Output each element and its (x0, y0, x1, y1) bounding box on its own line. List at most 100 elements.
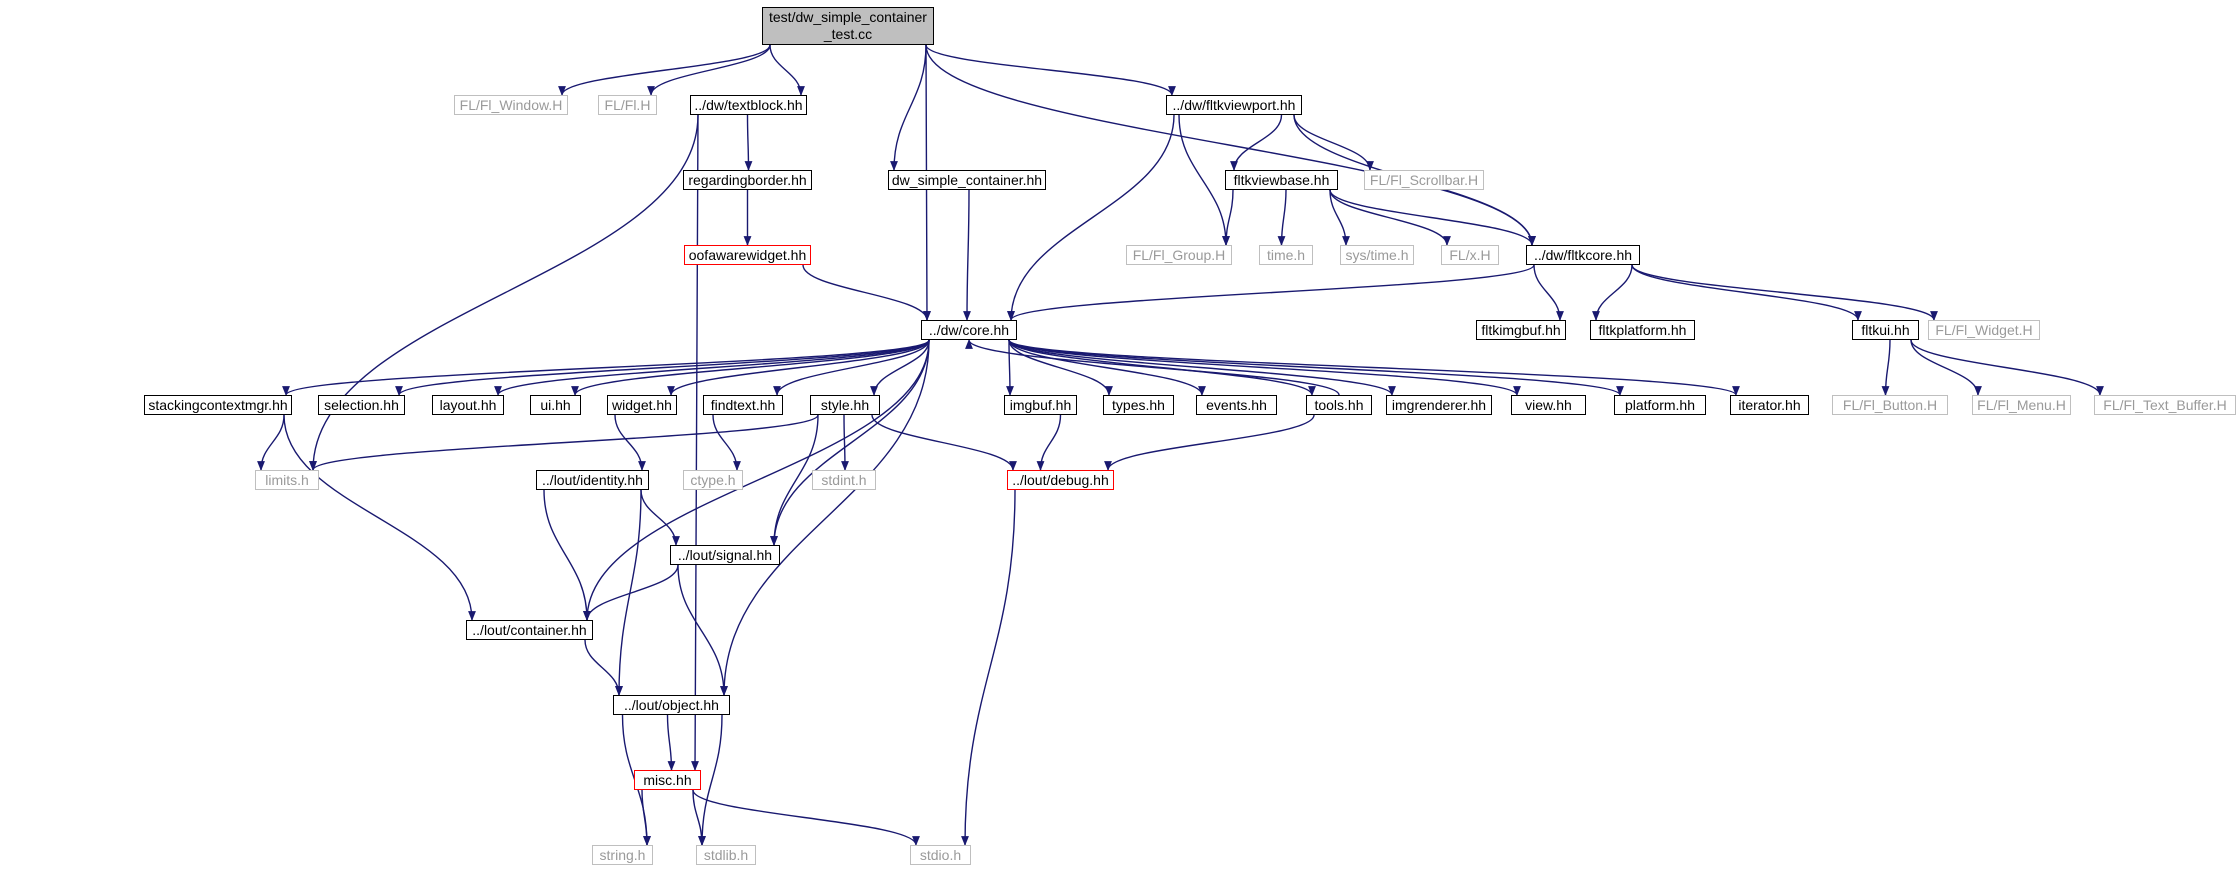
node-label: regardingborder.hh (688, 171, 807, 188)
node-fltkcore[interactable]: ../dw/fltkcore.hh (1526, 245, 1640, 265)
node-label: ui.hh (540, 396, 571, 413)
edge-root-to-fl-window (558, 44, 771, 96)
edge-fltkviewbase-to-time-h (1277, 189, 1287, 246)
node-label: FL/Fl_Scrollbar.H (1369, 171, 1479, 188)
node-label: ctype.h (690, 471, 736, 488)
node-label: ../lout/identity.hh (542, 471, 643, 488)
node-dw-simple-container[interactable]: dw_simple_container.hh (888, 170, 1046, 190)
edge-core-to-findtext (773, 339, 930, 396)
edge-fltkcore-to-core (1007, 264, 1535, 321)
node-fltkviewport[interactable]: ../dw/fltkviewport.hh (1166, 95, 1302, 115)
node-ui[interactable]: ui.hh (530, 395, 581, 415)
edge-core-to-imgbuf (1006, 339, 1014, 396)
node-types[interactable]: types.hh (1103, 395, 1174, 415)
node-events[interactable]: events.hh (1196, 395, 1277, 415)
edge-core-to-selection (395, 339, 930, 396)
node-object[interactable]: ../lout/object.hh (613, 695, 730, 715)
node-widget[interactable]: widget.hh (607, 395, 677, 415)
node-textblock[interactable]: ../dw/textblock.hh (690, 95, 807, 115)
edge-findtext-to-ctype (712, 414, 741, 471)
node-regardingborder[interactable]: regardingborder.hh (683, 170, 812, 190)
edge-style-to-signal (770, 414, 819, 546)
edge-textblock-to-limits (309, 114, 699, 471)
node-label: FL/Fl_Text_Buffer.H (2103, 396, 2227, 413)
node-misc[interactable]: misc.hh (634, 770, 701, 790)
node-label: tools.hh (1314, 396, 1364, 413)
node-fl-scrollbar: FL/Fl_Scrollbar.H (1364, 170, 1484, 190)
node-stdint: stdint.h (812, 470, 876, 490)
edge-widget-to-identity (614, 414, 646, 471)
edge-fltkui-to-fl-button (1881, 339, 1891, 396)
node-fl-window: FL/Fl_Window.H (454, 95, 568, 115)
node-container[interactable]: ../lout/container.hh (466, 620, 593, 640)
node-label: ../lout/container.hh (472, 621, 587, 638)
edge-core-to-object (720, 339, 930, 696)
node-debug[interactable]: ../lout/debug.hh (1007, 470, 1114, 490)
node-label: FL/x.H (1449, 246, 1491, 263)
node-sys-time: sys/time.h (1340, 245, 1414, 265)
edge-signal-to-object (677, 564, 728, 696)
edge-core-to-widget (667, 339, 930, 396)
node-stackingcontextmgr[interactable]: stackingcontextmgr.hh (144, 395, 292, 415)
node-ctype: ctype.h (683, 470, 743, 490)
node-fl-button: FL/Fl_Button.H (1832, 395, 1948, 415)
node-fl-text-buffer: FL/Fl_Text_Buffer.H (2094, 395, 2236, 415)
node-selection[interactable]: selection.hh (318, 395, 405, 415)
node-limits: limits.h (255, 470, 319, 490)
node-findtext[interactable]: findtext.hh (703, 395, 783, 415)
edge-fltkcore-to-fl-widget (1631, 264, 1938, 321)
node-fltkimgbuf[interactable]: fltkimgbuf.hh (1476, 320, 1566, 340)
edge-style-to-stdint (841, 414, 849, 471)
node-time-h: time.h (1259, 245, 1313, 265)
edge-root-to-fltkcore (925, 44, 1536, 246)
node-label: events.hh (1206, 396, 1267, 413)
edge-misc-to-string-h (641, 789, 651, 846)
node-iterator[interactable]: iterator.hh (1730, 395, 1809, 415)
edge-core-to-container (583, 339, 930, 621)
node-label: ../lout/debug.hh (1012, 471, 1109, 488)
edge-fltkcore-to-fltkimgbuf (1533, 264, 1564, 321)
edge-fltkviewport-to-fltkviewbase (1230, 114, 1283, 171)
node-label: FL/Fl_Window.H (459, 96, 563, 113)
edge-fltkui-to-fl-menu (1910, 339, 1982, 396)
node-style[interactable]: style.hh (810, 395, 880, 415)
node-fltkviewbase[interactable]: fltkviewbase.hh (1225, 170, 1338, 190)
edge-identity-to-container (543, 489, 591, 621)
node-label: iterator.hh (1738, 396, 1801, 413)
node-label: limits.h (265, 471, 309, 488)
node-fltkui[interactable]: fltkui.hh (1852, 320, 1919, 340)
node-oofawarewidget[interactable]: oofawarewidget.hh (684, 245, 811, 265)
edge-core-to-imgrenderer (1008, 339, 1396, 396)
edge-object-to-misc (666, 714, 676, 771)
edge-core-to-types (1008, 339, 1113, 396)
node-label: FL/Fl_Group.H (1132, 246, 1226, 263)
node-stdio: stdio.h (910, 845, 971, 865)
node-label: widget.hh (612, 396, 672, 413)
node-label: stackingcontextmgr.hh (148, 396, 288, 413)
node-label: selection.hh (324, 396, 399, 413)
node-fltkplatform[interactable]: fltkplatform.hh (1590, 320, 1695, 340)
node-identity[interactable]: ../lout/identity.hh (536, 470, 649, 490)
edge-oofawarewidget-to-core (802, 264, 931, 321)
node-imgrenderer[interactable]: imgrenderer.hh (1386, 395, 1492, 415)
node-platform[interactable]: platform.hh (1614, 395, 1706, 415)
node-layout[interactable]: layout.hh (432, 395, 504, 415)
edge-fltkviewport-to-fl-group (1178, 114, 1230, 246)
node-view[interactable]: view.hh (1511, 395, 1586, 415)
node-label: types.hh (1112, 396, 1165, 413)
node-signal[interactable]: ../lout/signal.hh (670, 545, 780, 565)
node-fl-fl: FL/Fl.H (598, 95, 657, 115)
node-imgbuf[interactable]: imgbuf.hh (1004, 395, 1077, 415)
node-label: ../lout/signal.hh (677, 546, 773, 563)
edge-root-to-dw-simple-container (890, 44, 927, 171)
node-label: imgrenderer.hh (1391, 396, 1487, 413)
node-string-h: string.h (592, 845, 653, 865)
node-core[interactable]: ../dw/core.hh (921, 320, 1017, 340)
node-label: platform.hh (1624, 396, 1696, 413)
node-tools[interactable]: tools.hh (1306, 395, 1372, 415)
node-label: ../dw/fltkviewport.hh (1172, 96, 1296, 113)
edge-core-to-ui (571, 339, 930, 396)
edge-identity-to-object (615, 489, 642, 696)
edge-fltkcore-to-fltkui (1631, 264, 1862, 321)
